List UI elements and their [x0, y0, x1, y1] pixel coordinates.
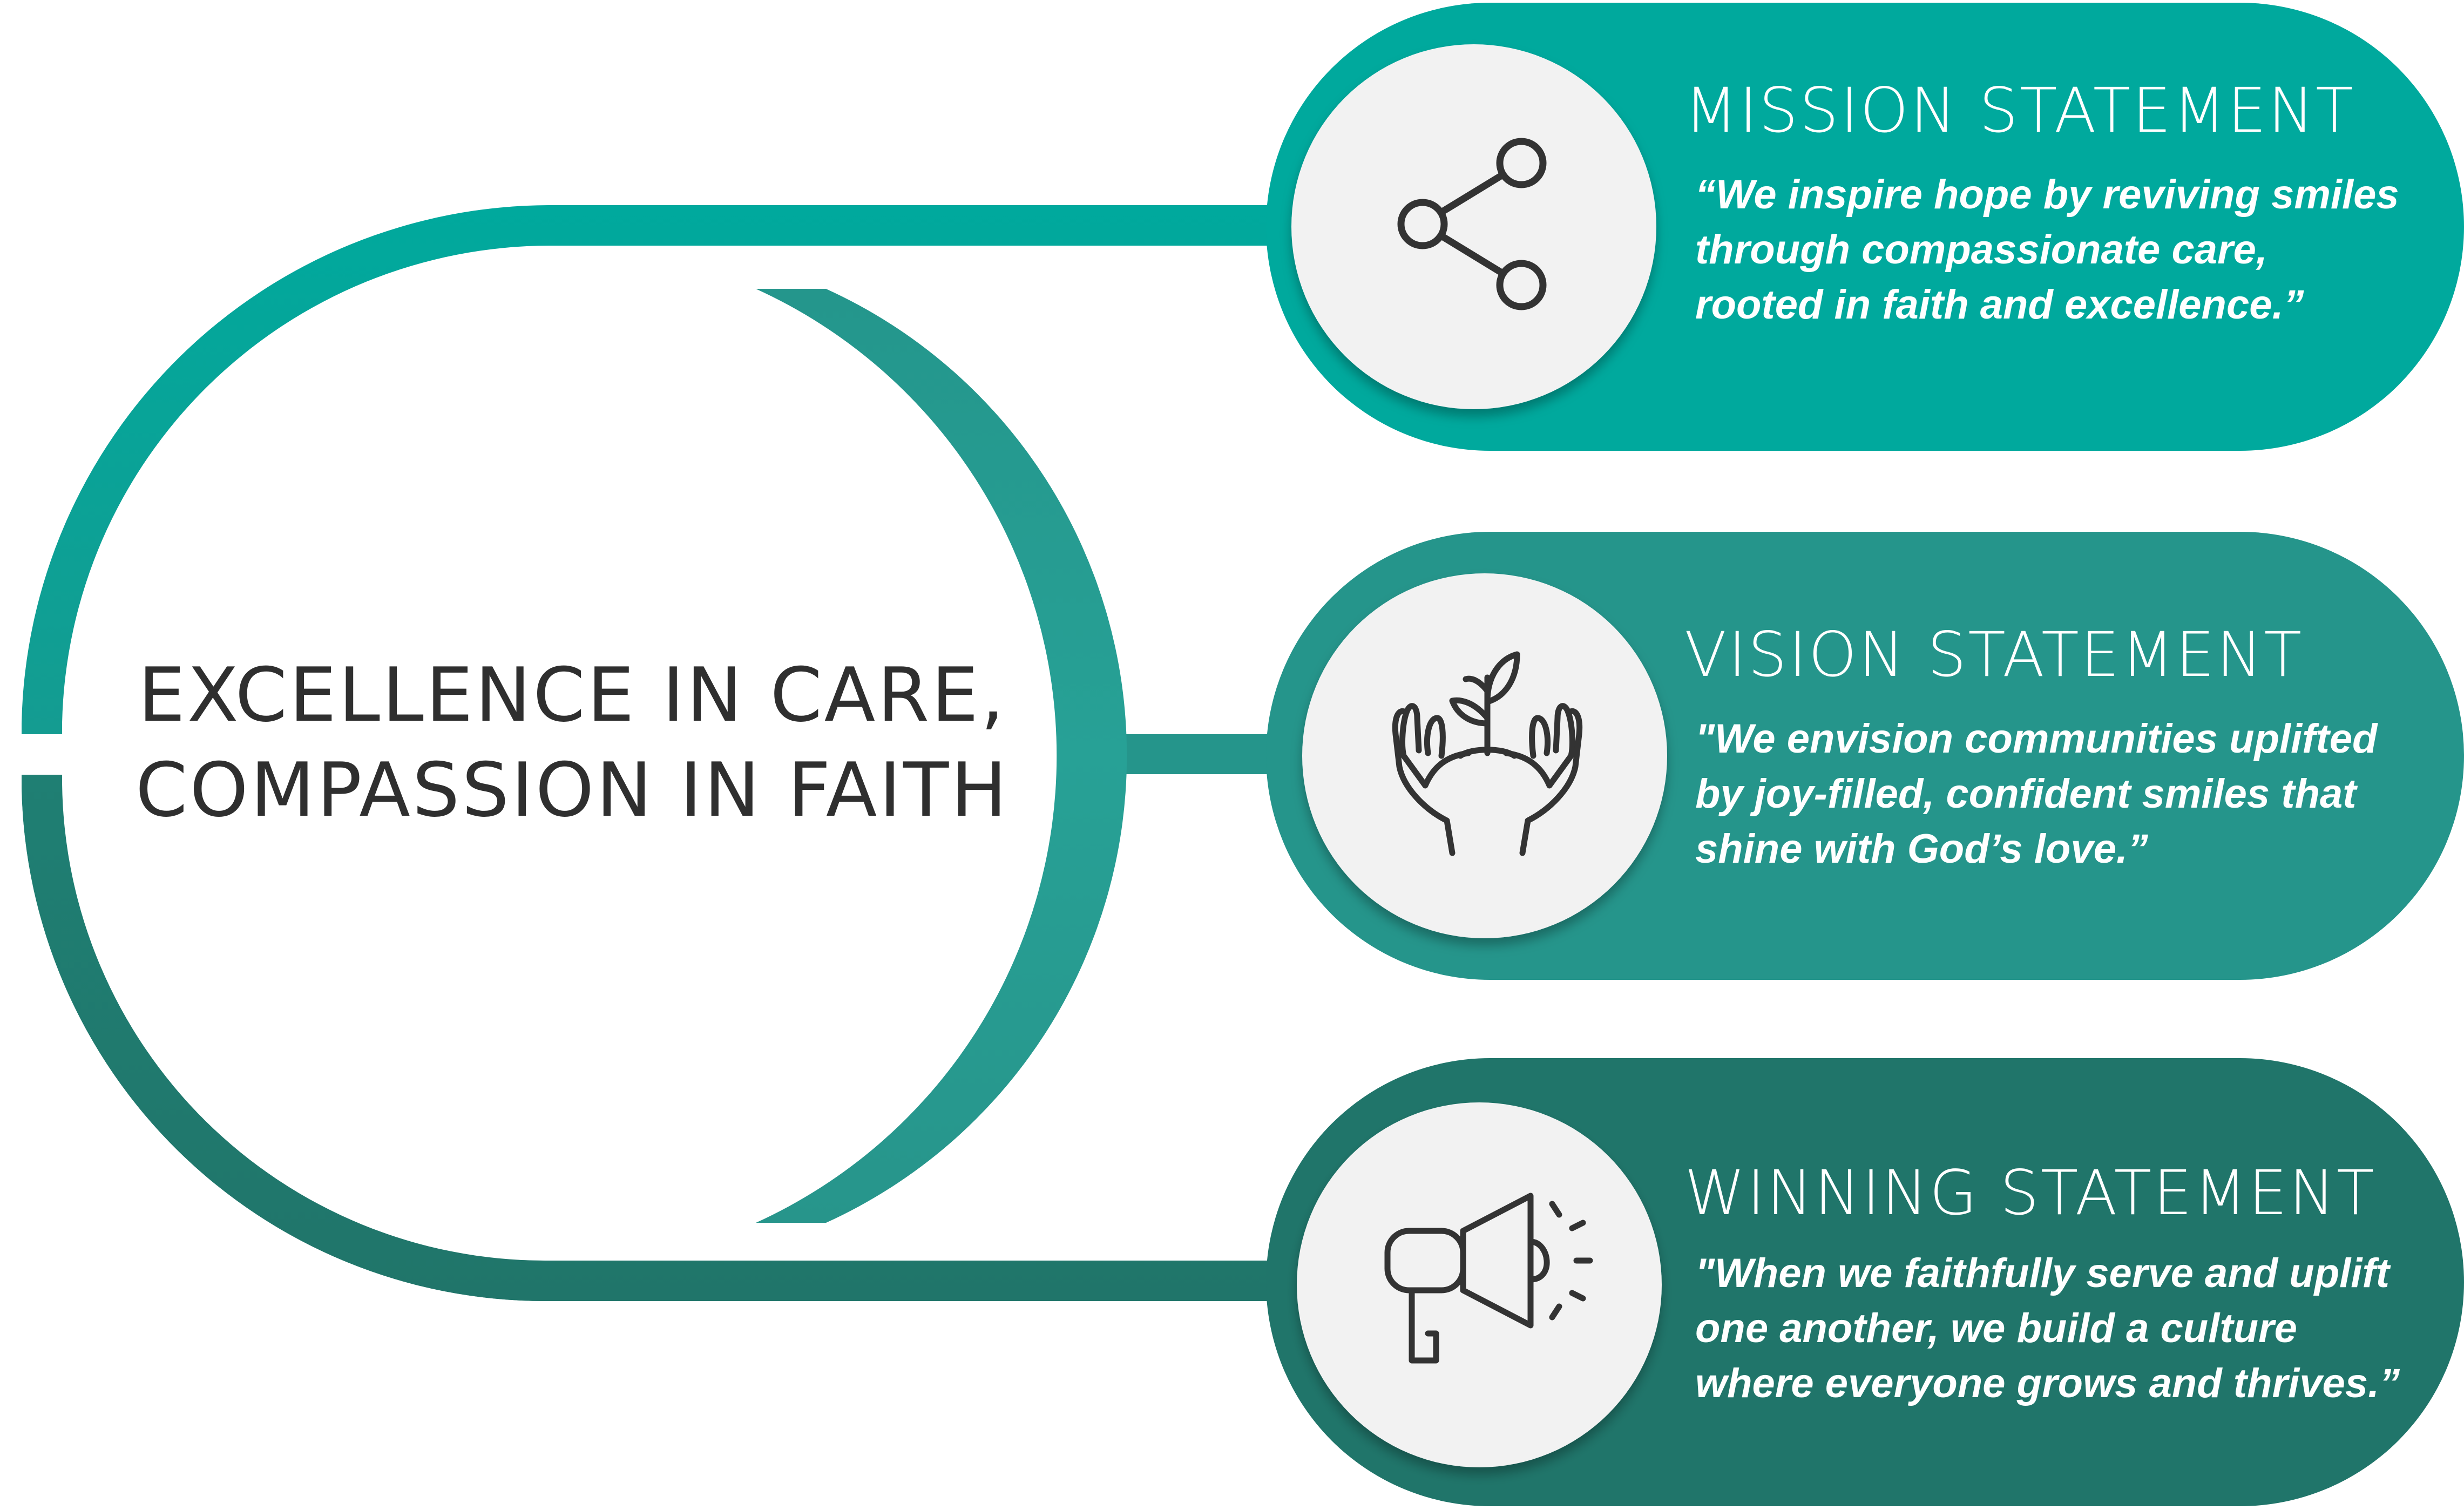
mission-text-line: “We inspire hope by reviving smiles: [1695, 172, 2399, 218]
winning-text-line: where everyone grows and thrives.”: [1695, 1360, 2400, 1406]
mission-text-line: rooted in faith and excellence.”: [1695, 282, 2304, 328]
winning-text-line: one another, we build a culture: [1695, 1305, 2297, 1351]
icon-circle-mission: [1291, 44, 1656, 409]
winning-text: "When we faithfully serve and uplift one…: [1695, 1246, 2451, 1411]
vision-text-line: by joy-filled, confident smiles that: [1695, 771, 2357, 817]
vision-title: VISION STATEMENT: [1684, 619, 2304, 690]
mission-title: MISSION STATEMENT: [1684, 75, 2355, 146]
connector-bottom-band: [22, 775, 545, 1301]
winning-text-line: "When we faithfully serve and uplift: [1695, 1250, 2389, 1296]
statement-pill-vision: [1266, 532, 2464, 980]
megaphone-icon: [1384, 1193, 1593, 1364]
hands-seedling-icon: [1392, 651, 1583, 856]
icon-circle-vision: [1302, 573, 1667, 938]
statement-pill-winning: [1266, 1058, 2464, 1506]
mission-text: “We inspire hope by reviving smiles thro…: [1695, 167, 2451, 333]
vision-text-line: shine with God’s love.”: [1695, 826, 2148, 872]
inner-crescent: [756, 289, 1127, 1223]
share-icon: [1397, 138, 1547, 310]
mission-text-line: through compassionate care,: [1695, 227, 2268, 273]
icon-circle-winning: [1297, 1102, 1662, 1467]
vision-text-line: "We envision communities uplifted: [1695, 716, 2378, 762]
vision-text: "We envision communities uplifted by joy…: [1695, 712, 2451, 877]
center-title-line-2: COMPASSION IN FAITH: [135, 747, 1010, 834]
statement-pill-mission: [1266, 3, 2464, 451]
winning-title: WINNING STATEMENT: [1684, 1157, 2376, 1229]
center-title: EXCELLENCE IN CARE, COMPASSION IN FAITH: [65, 648, 1080, 838]
center-title-line-1: EXCELLENCE IN CARE,: [138, 652, 1007, 739]
